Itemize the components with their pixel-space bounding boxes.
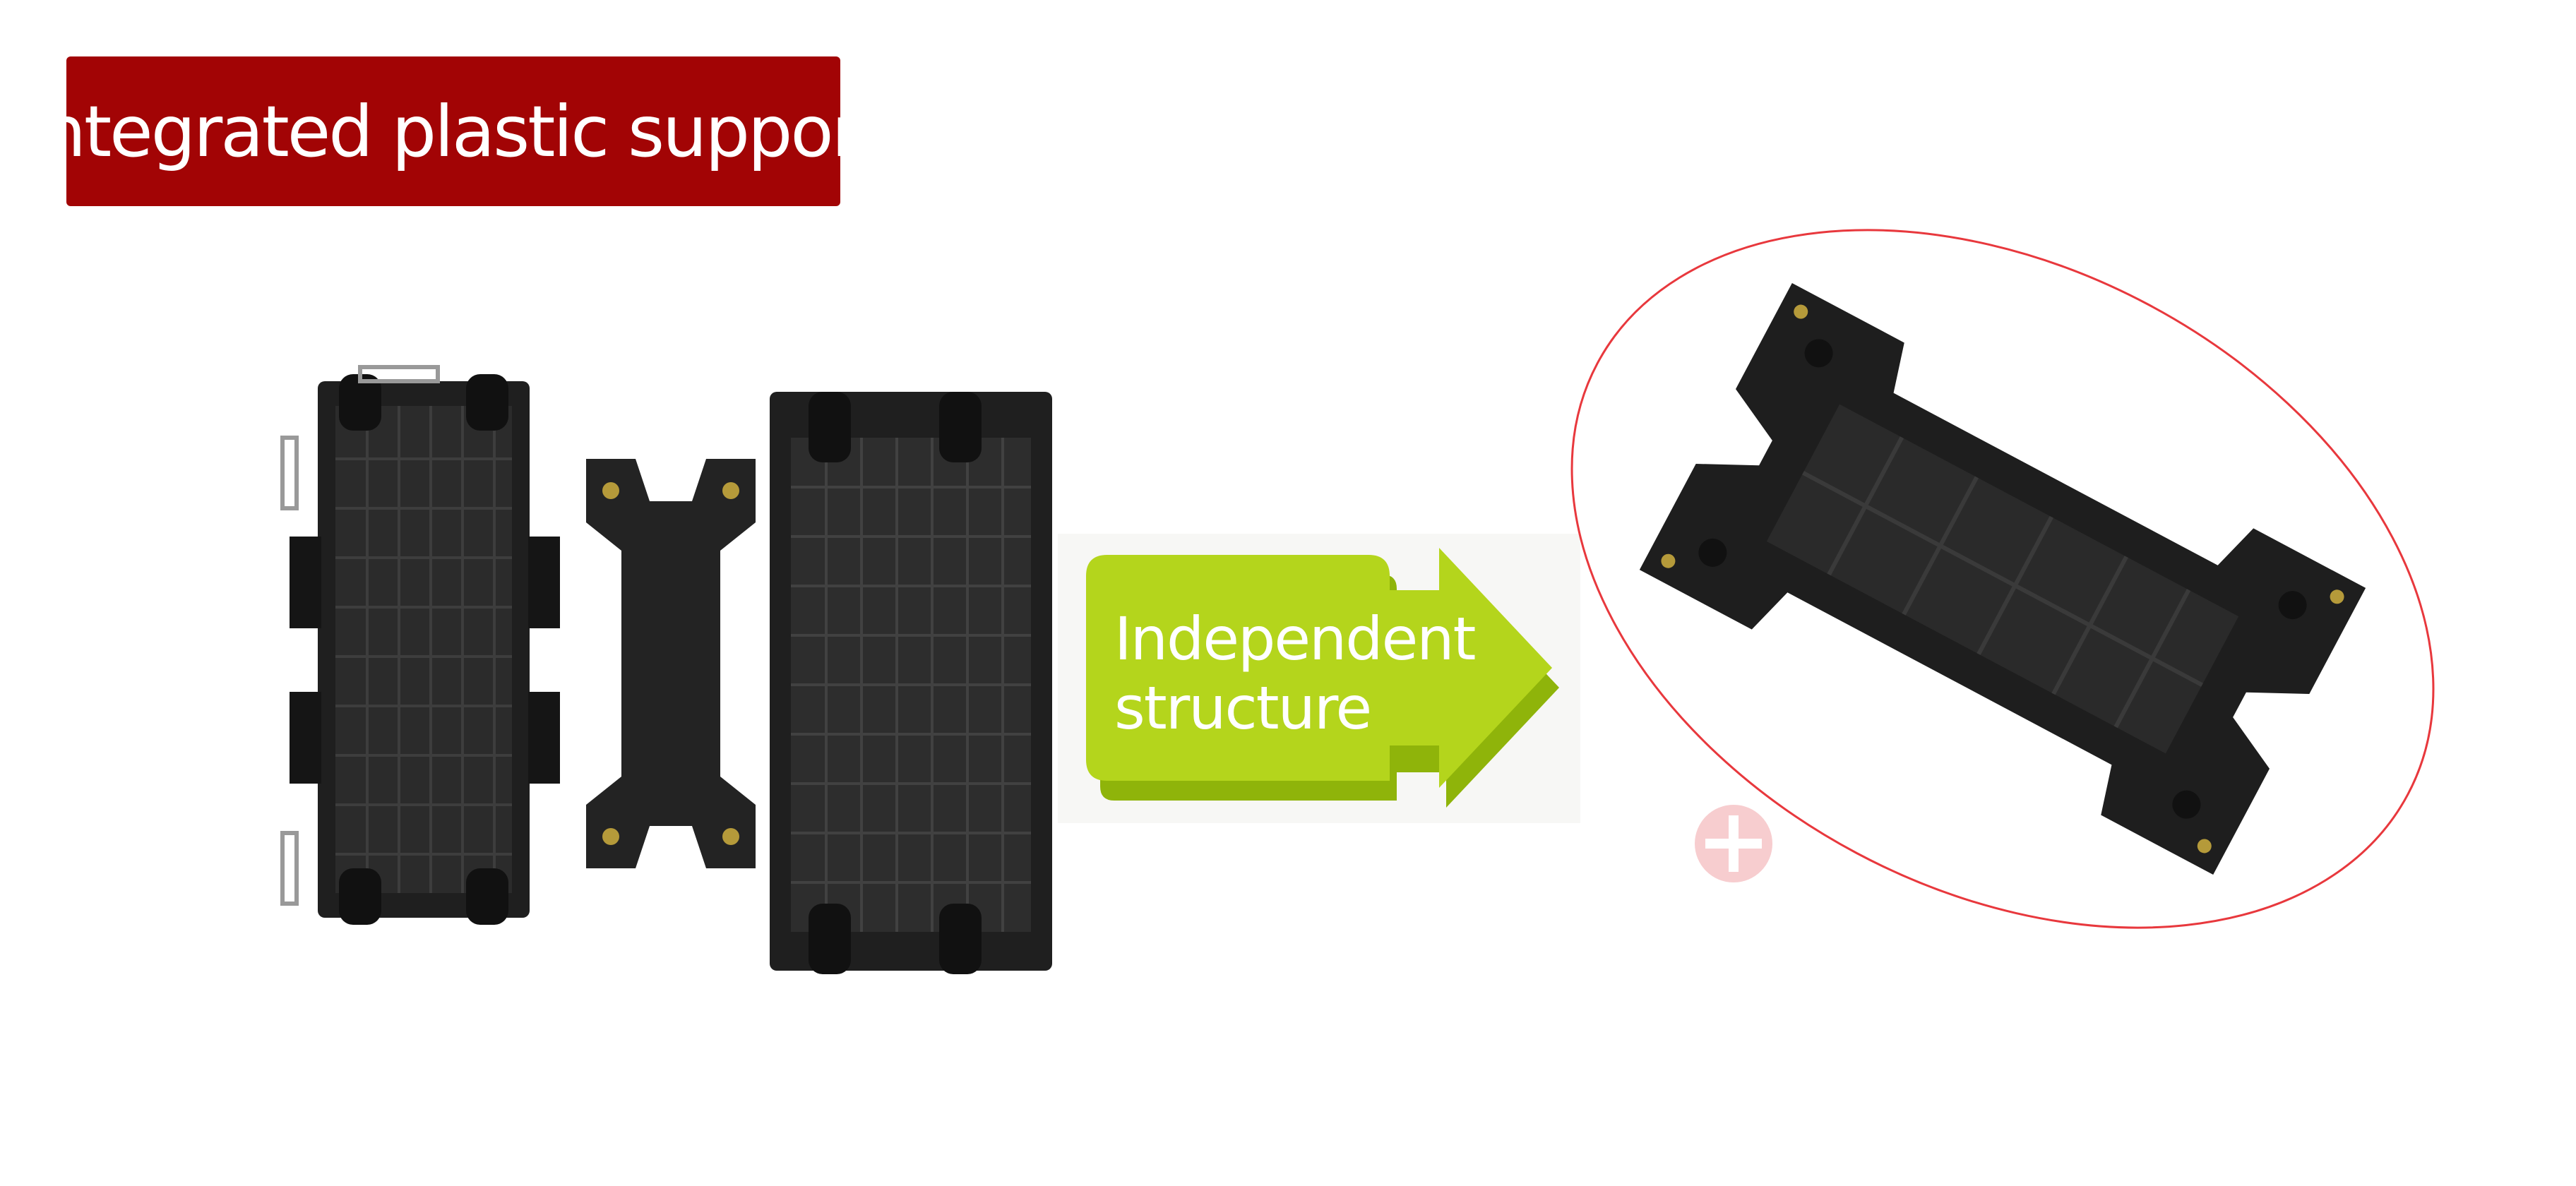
left-tray	[280, 365, 560, 925]
highlight-ellipse	[1570, 229, 2435, 929]
support-closeup-photo	[1570, 229, 2435, 929]
callout-text: Independent structure	[1114, 604, 1481, 743]
callout-line2: structure	[1114, 673, 1372, 743]
support-part	[1639, 282, 2366, 875]
right-tray	[770, 392, 1052, 974]
arrow-callout	[1058, 534, 1580, 823]
title-banner: Integrated plastic support	[23, 56, 886, 206]
title-text: Integrated plastic support	[23, 90, 886, 173]
callout-line1: Independent	[1114, 604, 1476, 673]
center-support	[586, 459, 756, 868]
watermark-logo	[1695, 805, 1772, 882]
closure-open-photo	[280, 365, 1052, 974]
